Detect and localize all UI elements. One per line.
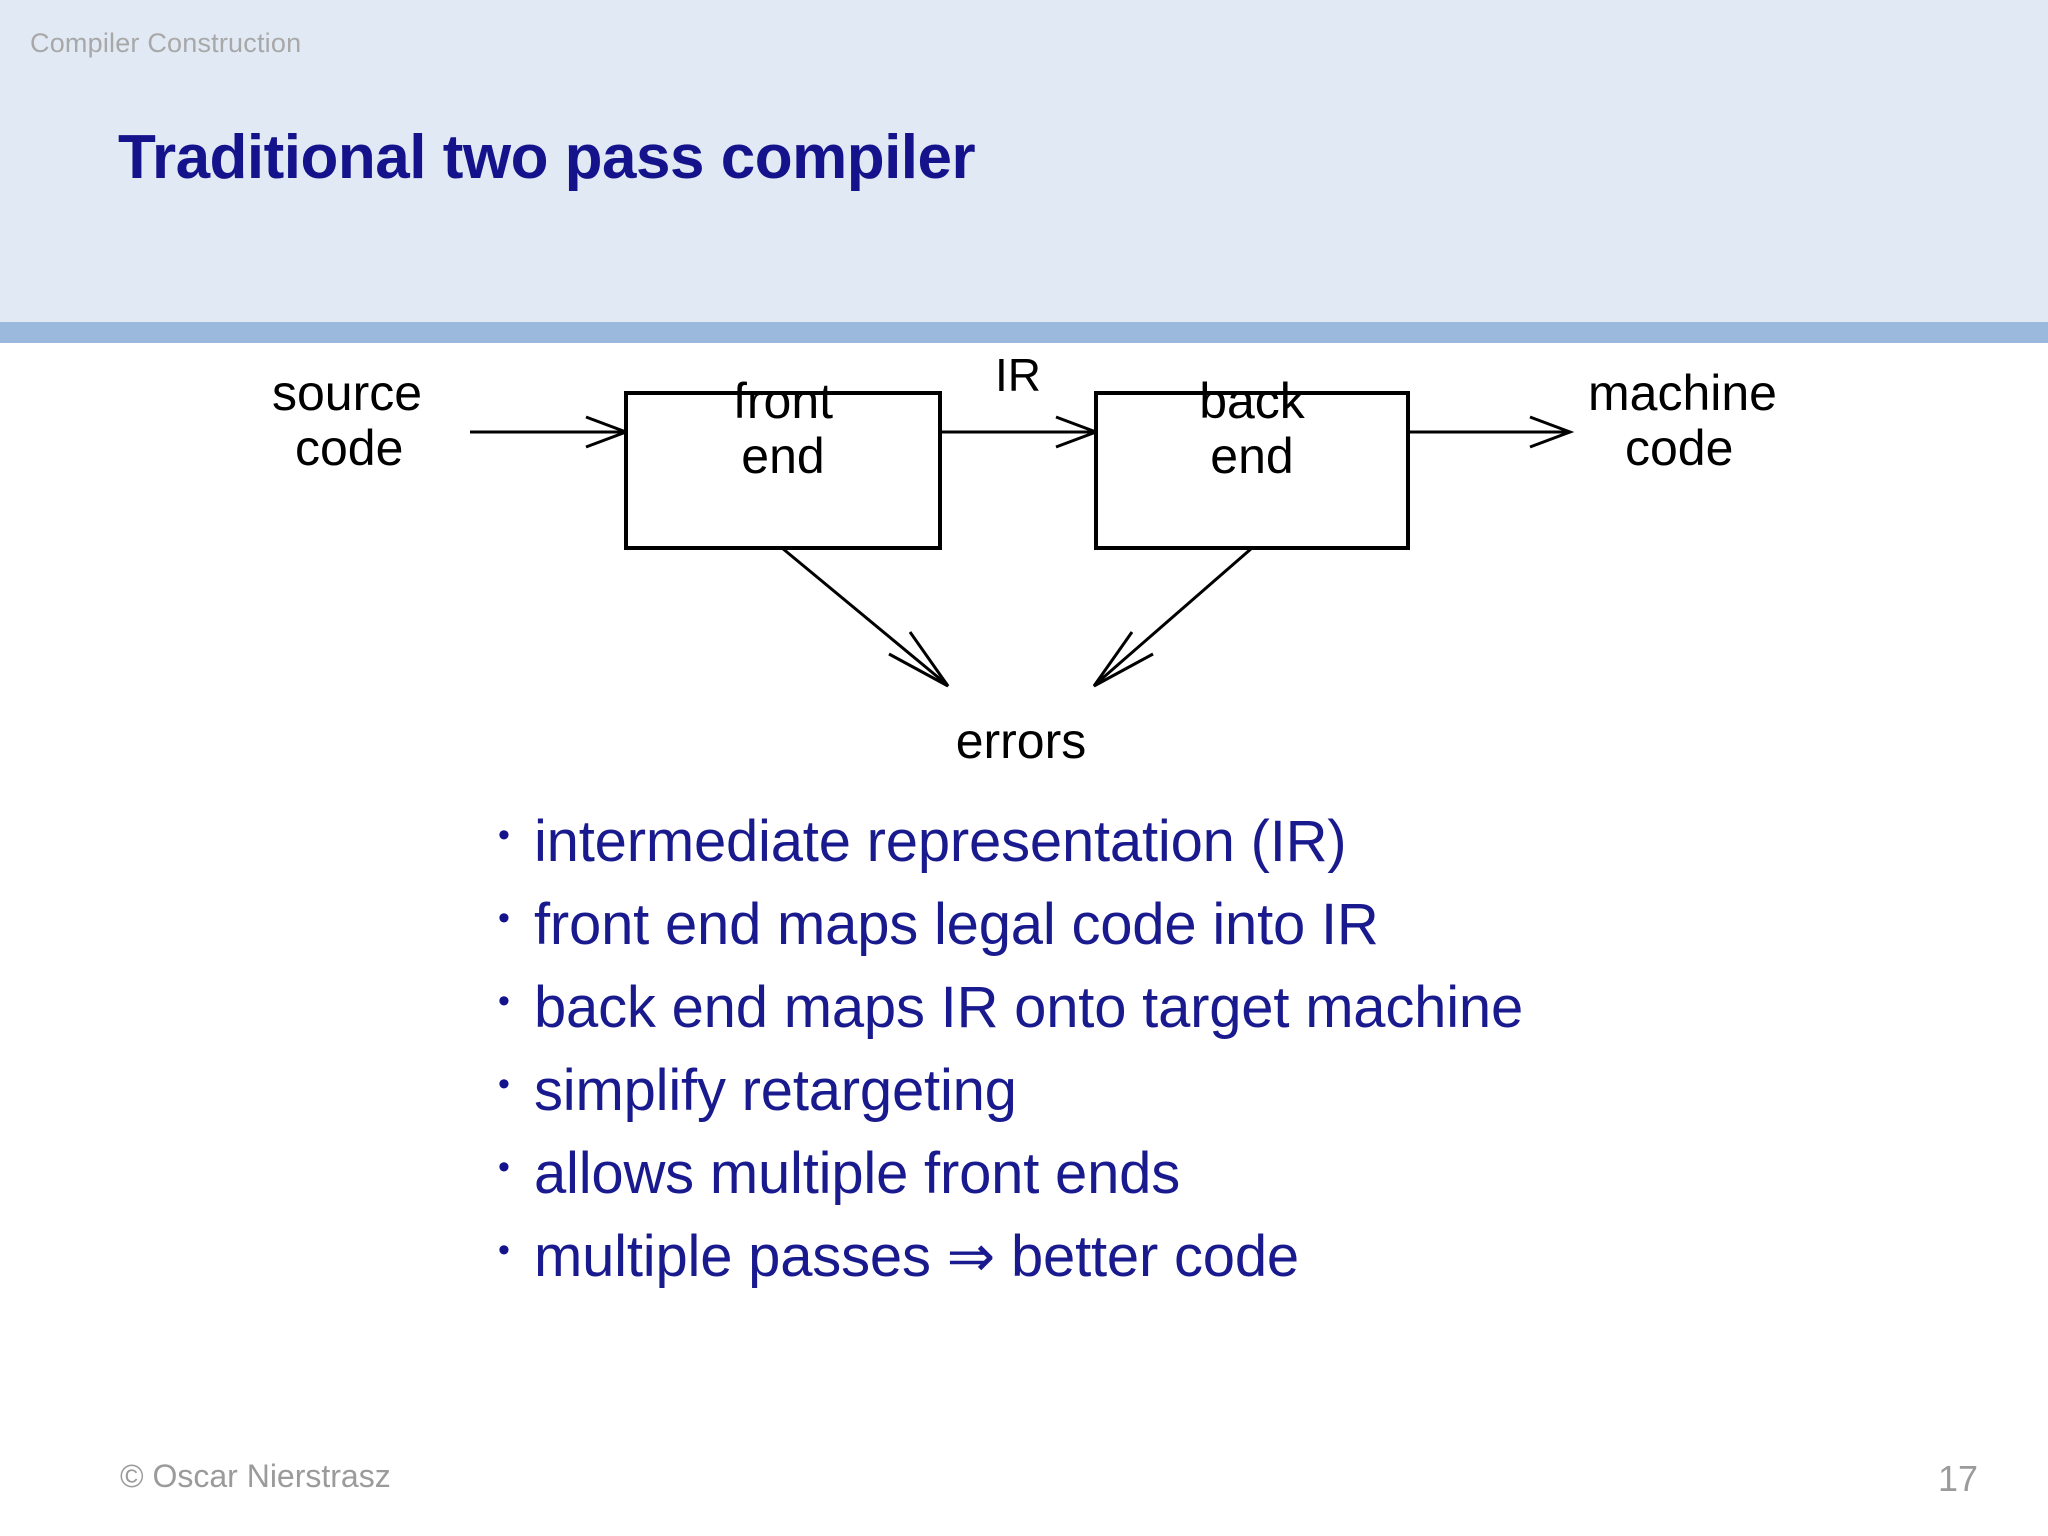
bullet-text: front end maps legal code into IR [534, 892, 1379, 957]
bullet-marker-icon: • [498, 1065, 510, 1103]
bullet-list: • intermediate representation (IR) • fro… [498, 812, 1898, 1310]
diagram-node-front-end: front end [624, 373, 942, 550]
diagram-node-source-code-line2: code [295, 420, 403, 476]
bullet-text: simplify retargeting [534, 1058, 1017, 1123]
slide-header-band: Compiler Construction Traditional two pa… [0, 0, 2048, 322]
diagram-edge-backend-to-errors [1092, 546, 1253, 688]
diagram-edge-frontend-to-backend: IR [940, 349, 1101, 449]
bullet-text: back end maps IR onto target machine [534, 975, 1524, 1040]
bullet-marker-icon: • [498, 816, 510, 854]
page-title: Traditional two pass compiler [118, 123, 976, 192]
diagram-node-front-end-line2: end [741, 428, 824, 484]
diagram-edge-backend-to-machinecode [1408, 415, 1575, 449]
list-item: • simplify retargeting [498, 1061, 1898, 1144]
list-item: • multiple passes ⇒ better code [498, 1227, 1898, 1310]
diagram-node-back-end-line2: end [1210, 428, 1293, 484]
bullet-text: allows multiple front ends [534, 1141, 1180, 1206]
diagram-edge-source-to-frontend [470, 415, 631, 449]
diagram-node-machine-code-line2: code [1625, 420, 1733, 476]
diagram-node-errors: errors [956, 713, 1087, 769]
bullet-text: intermediate representation (IR) [534, 809, 1347, 874]
diagram-node-back-end: back end [1094, 373, 1410, 550]
bullet-marker-icon: • [498, 982, 510, 1020]
diagram-edge-frontend-to-errors [781, 546, 950, 688]
list-item: • front end maps legal code into IR [498, 895, 1898, 978]
header-accent-rule [0, 322, 2048, 343]
diagram-edge-label-ir: IR [995, 349, 1041, 401]
list-item: • intermediate representation (IR) [498, 812, 1898, 895]
diagram-node-machine-code-line1: machine [1588, 365, 1777, 421]
list-item: • back end maps IR onto target machine [498, 978, 1898, 1061]
two-pass-compiler-diagram: source code front end IR back end [0, 343, 2048, 803]
bullet-text: multiple passes ⇒ better code [534, 1224, 1299, 1289]
course-kicker: Compiler Construction [30, 28, 302, 58]
diagram-node-front-end-line1: front [733, 373, 833, 429]
bullet-marker-icon: • [498, 899, 510, 937]
footer-copyright: © Oscar Nierstrasz [120, 1458, 391, 1494]
diagram-node-source-code-line1: source [272, 365, 422, 421]
bullet-marker-icon: • [498, 1231, 510, 1269]
list-item: • allows multiple front ends [498, 1144, 1898, 1227]
footer-page-number: 17 [1937, 1458, 1978, 1499]
bullet-marker-icon: • [498, 1148, 510, 1186]
diagram-node-back-end-line1: back [1199, 373, 1306, 429]
